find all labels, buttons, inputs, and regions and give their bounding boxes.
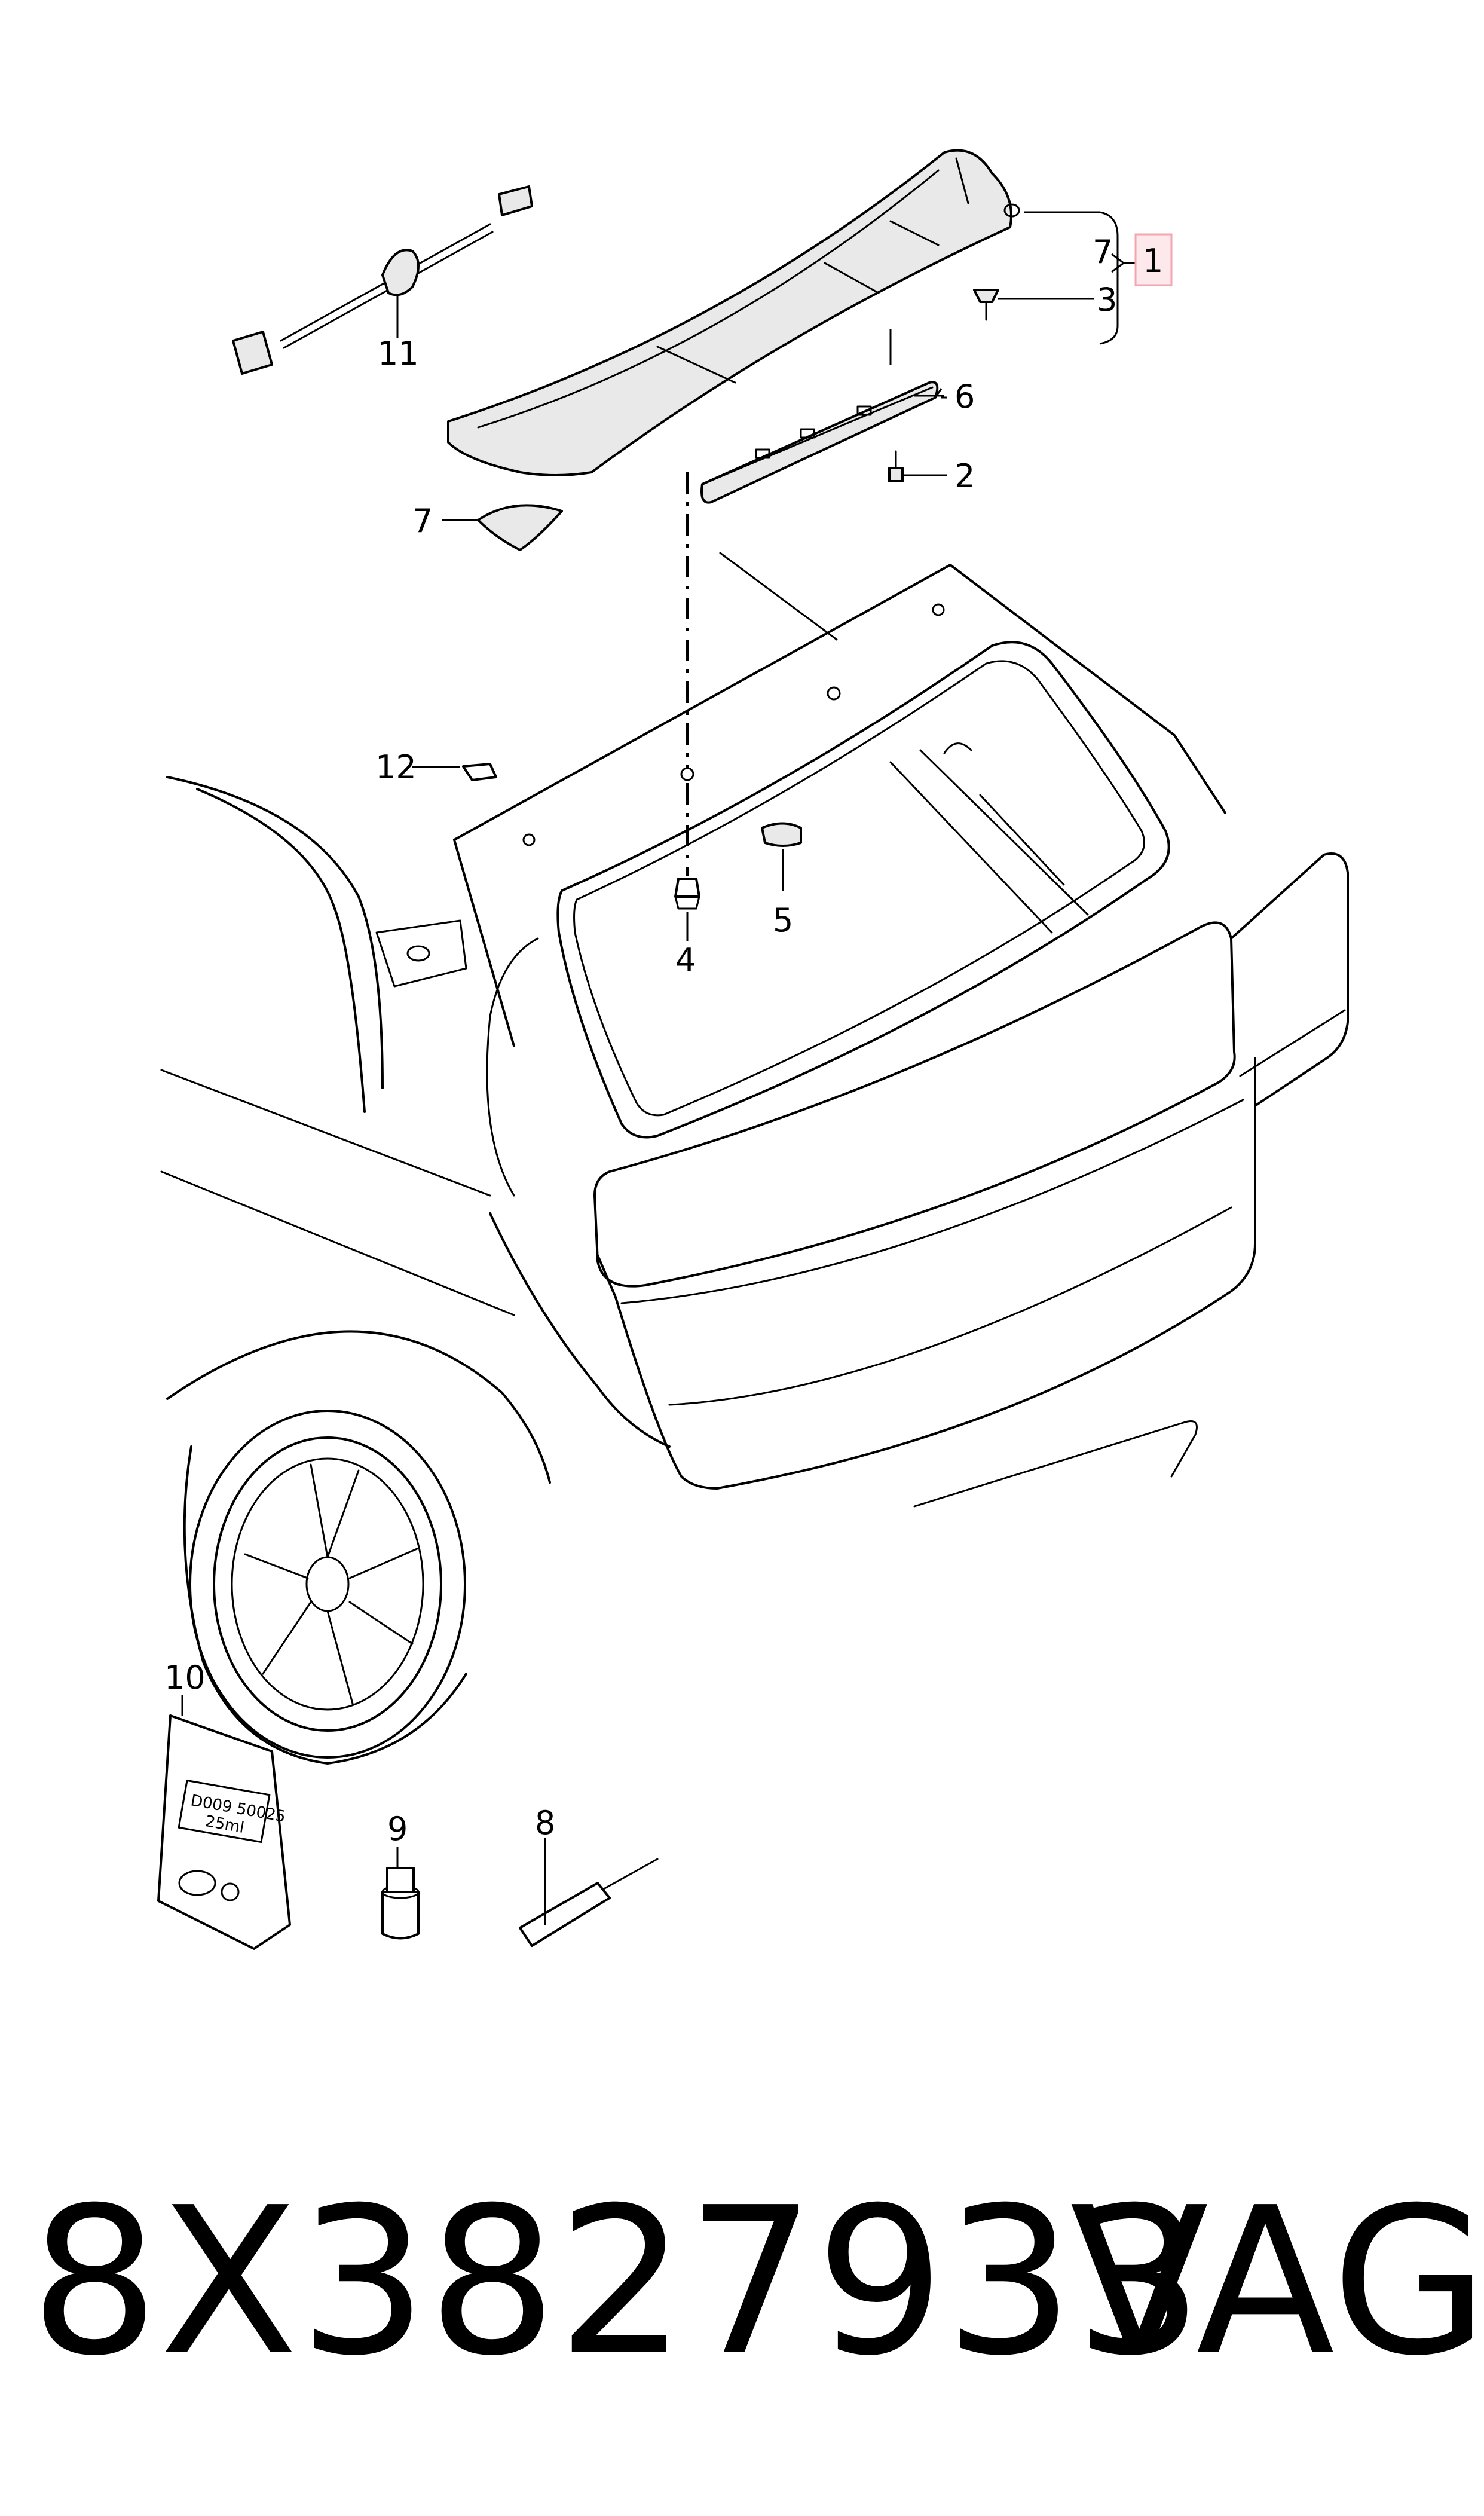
part-number: 8X3827933 — [30, 2164, 1203, 2401]
rivet-part-3 — [973, 289, 999, 321]
callout-7-left: 7 — [412, 502, 433, 540]
callout-5: 5 — [773, 901, 793, 939]
callout-9: 9 — [387, 1810, 408, 1848]
callout-7-top: 7 — [1093, 233, 1113, 271]
rear-spoiler — [447, 149, 1020, 476]
wiring-harness-part-11 — [232, 185, 533, 375]
end-cap-part-7 — [477, 504, 563, 551]
callout-6: 6 — [954, 378, 975, 415]
third-brake-light — [700, 381, 939, 504]
callout-11: 11 — [378, 335, 419, 372]
applicator-part-8 — [519, 1858, 659, 1947]
label-part-12 — [462, 763, 497, 781]
brand: VAG — [1070, 2164, 1484, 2401]
callout-3: 3 — [1097, 281, 1117, 319]
callout-4: 4 — [675, 941, 696, 979]
bottle-part-9 — [381, 1867, 420, 1940]
callout-2: 2 — [954, 457, 975, 495]
callout-8: 8 — [535, 1804, 555, 1842]
callout-10: 10 — [164, 1659, 206, 1696]
callout-1-highlight — [1134, 233, 1173, 286]
nut-part-4 — [674, 878, 700, 910]
grommet-part-5 — [761, 822, 802, 847]
car-body-illustration — [160, 552, 1349, 1765]
screw-part-2 — [888, 450, 904, 482]
callout-leaders — [181, 211, 1139, 1925]
mounting-points — [522, 603, 945, 846]
callout-12: 12 — [375, 748, 417, 786]
sealant-bag-part-10 — [157, 1714, 291, 1950]
callout-1: 1 — [1143, 242, 1163, 280]
